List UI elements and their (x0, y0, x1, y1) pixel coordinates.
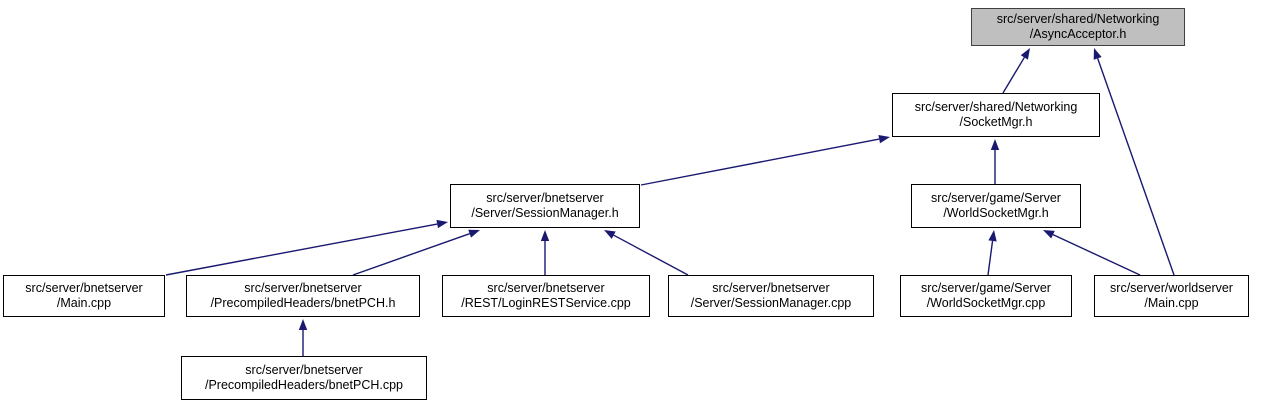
graph-node-world-socket-mgr-cpp[interactable]: src/server/game/Server /WorldSocketMgr.c… (900, 275, 1072, 317)
graph-node-label: src/server/bnetserver /Server/SessionMan… (690, 281, 852, 310)
graph-node-label: src/server/worldserver /Main.cpp (1110, 281, 1233, 310)
graph-arrowhead-socket-mgr-h-to-async-acceptor-h (1020, 48, 1030, 60)
graph-edge-bnetserver-main-cpp-to-session-manager-h (165, 223, 438, 276)
graph-node-world-socket-mgr-h[interactable]: src/server/game/Server /WorldSocketMgr.h (911, 184, 1081, 228)
graph-node-label: src/server/game/Server /WorldSocketMgr.h (931, 191, 1061, 220)
graph-node-label: src/server/bnetserver /REST/LoginRESTSer… (461, 281, 631, 310)
graph-arrowhead-bnet-pch-cpp-to-bnet-pch-h (298, 319, 308, 330)
graph-arrowhead-session-manager-cpp-to-session-manager-h (604, 230, 616, 239)
graph-arrowhead-worldserver-main-cpp-to-world-socket-mgr-h (1043, 230, 1055, 239)
graph-arrowhead-bnetserver-main-cpp-to-session-manager-h (436, 219, 448, 229)
graph-edge-world-socket-mgr-cpp-to-world-socket-mgr-h (987, 240, 994, 276)
graph-node-label: src/server/game/Server /WorldSocketMgr.c… (921, 281, 1051, 310)
graph-node-bnet-pch-cpp[interactable]: src/server/bnetserver /PrecompiledHeader… (181, 356, 427, 400)
graph-node-async-acceptor-h: src/server/shared/Networking /AsyncAccep… (971, 8, 1185, 46)
graph-arrowhead-worldserver-main-cpp-to-async-acceptor-h (1093, 48, 1102, 60)
graph-edge-session-manager-h-to-socket-mgr-h (640, 138, 880, 186)
graph-node-session-manager-h[interactable]: src/server/bnetserver /Server/SessionMan… (450, 184, 640, 228)
graph-arrowhead-world-socket-mgr-h-to-socket-mgr-h (990, 139, 1000, 150)
graph-node-bnet-pch-h[interactable]: src/server/bnetserver /PrecompiledHeader… (186, 275, 420, 317)
graph-node-label: src/server/bnetserver /Server/SessionMan… (471, 191, 619, 220)
graph-edge-worldserver-main-cpp-to-world-socket-mgr-h (1052, 233, 1141, 276)
graph-node-login-rest-service-cpp[interactable]: src/server/bnetserver /REST/LoginRESTSer… (442, 275, 650, 317)
graph-node-bnetserver-main-cpp[interactable]: src/server/bnetserver /Main.cpp (3, 275, 165, 317)
graph-arrowhead-world-socket-mgr-cpp-to-world-socket-mgr-h (988, 230, 997, 242)
graph-edge-socket-mgr-h-to-async-acceptor-h (1002, 57, 1025, 94)
graph-edge-worldserver-main-cpp-to-async-acceptor-h (1096, 58, 1175, 276)
graph-node-label: src/server/shared/Networking /SocketMgr.… (914, 100, 1078, 129)
graph-arrowhead-session-manager-h-to-socket-mgr-h (878, 134, 890, 144)
graph-node-worldserver-main-cpp[interactable]: src/server/worldserver /Main.cpp (1094, 275, 1249, 317)
graph-node-label: src/server/bnetserver /PrecompiledHeader… (210, 281, 396, 310)
graph-node-session-manager-cpp[interactable]: src/server/bnetserver /Server/SessionMan… (668, 275, 874, 317)
graph-edge-bnet-pch-h-to-session-manager-h (352, 233, 470, 276)
graph-edge-session-manager-cpp-to-session-manager-h (613, 234, 689, 276)
graph-node-socket-mgr-h[interactable]: src/server/shared/Networking /SocketMgr.… (892, 93, 1100, 137)
graph-node-label: src/server/bnetserver /Main.cpp (25, 281, 143, 310)
graph-node-label: src/server/bnetserver /PrecompiledHeader… (204, 363, 404, 392)
graph-node-label: src/server/shared/Networking /AsyncAccep… (996, 12, 1160, 41)
graph-arrowhead-bnet-pch-h-to-session-manager-h (468, 229, 480, 238)
graph-arrowhead-login-rest-service-cpp-to-session-manager-h (540, 230, 550, 241)
